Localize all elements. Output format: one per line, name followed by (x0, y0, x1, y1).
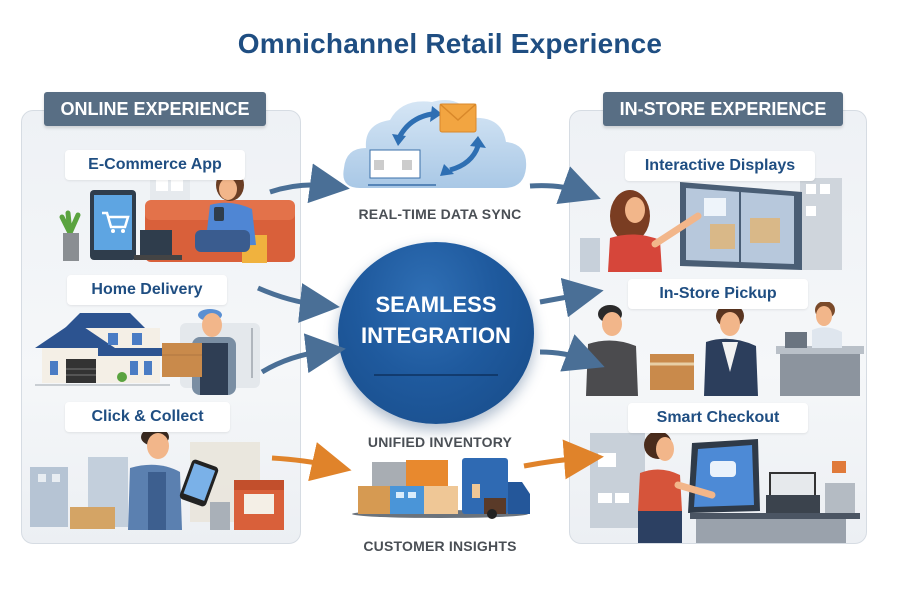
ecommerce-scene (30, 175, 298, 263)
page-title: Omnichannel Retail Experience (237, 28, 663, 59)
interactive-displays-label: Interactive Displays (625, 151, 815, 181)
smart-checkout-label: Smart Checkout (628, 403, 808, 433)
arrow-collect-to-inventory (271, 442, 352, 482)
in-store-pickup-scene (580, 302, 864, 396)
arrow-inventory-to-checkout (523, 439, 604, 480)
smart-checkout-scene (580, 433, 864, 543)
home-delivery-scene (30, 303, 298, 395)
hub-line2: INTEGRATION (361, 323, 511, 348)
arrow-hub-to-pickup-2 (539, 334, 605, 372)
arrow-ecommerce-to-cloud (269, 163, 350, 204)
customer-insights-label: CUSTOMER INSIGHTS (363, 538, 517, 554)
cloud-sync-icon (340, 90, 530, 195)
arrow-cloud-to-displays (529, 166, 601, 204)
arrow-hub-to-pickup-1 (539, 277, 604, 318)
arrow-delivery-to-hub-2 (260, 333, 346, 375)
hub-underline (374, 373, 498, 376)
click-collect-label: Click & Collect (65, 402, 230, 432)
arrow-delivery-to-hub-1 (256, 283, 340, 323)
hub-line1: SEAMLESS (375, 292, 497, 318)
interactive-displays-scene (580, 178, 864, 272)
real-time-data-sync-label: REAL-TIME DATA SYNC (358, 206, 522, 222)
home-delivery-label: Home Delivery (67, 275, 227, 305)
unified-inventory-label: UNIFIED INVENTORY (367, 434, 513, 450)
online-experience-header: ONLINE EXPERIENCE (44, 92, 266, 126)
seamless-integration-hub: SEAMLESS INTEGRATION (338, 242, 534, 424)
in-store-experience-header: IN-STORE EXPERIENCE (603, 92, 843, 126)
in-store-pickup-label: In-Store Pickup (628, 279, 808, 309)
click-collect-scene (30, 432, 298, 530)
ecommerce-app-label: E-Commerce App (65, 150, 245, 180)
inventory-boxes-icon (350, 458, 535, 520)
